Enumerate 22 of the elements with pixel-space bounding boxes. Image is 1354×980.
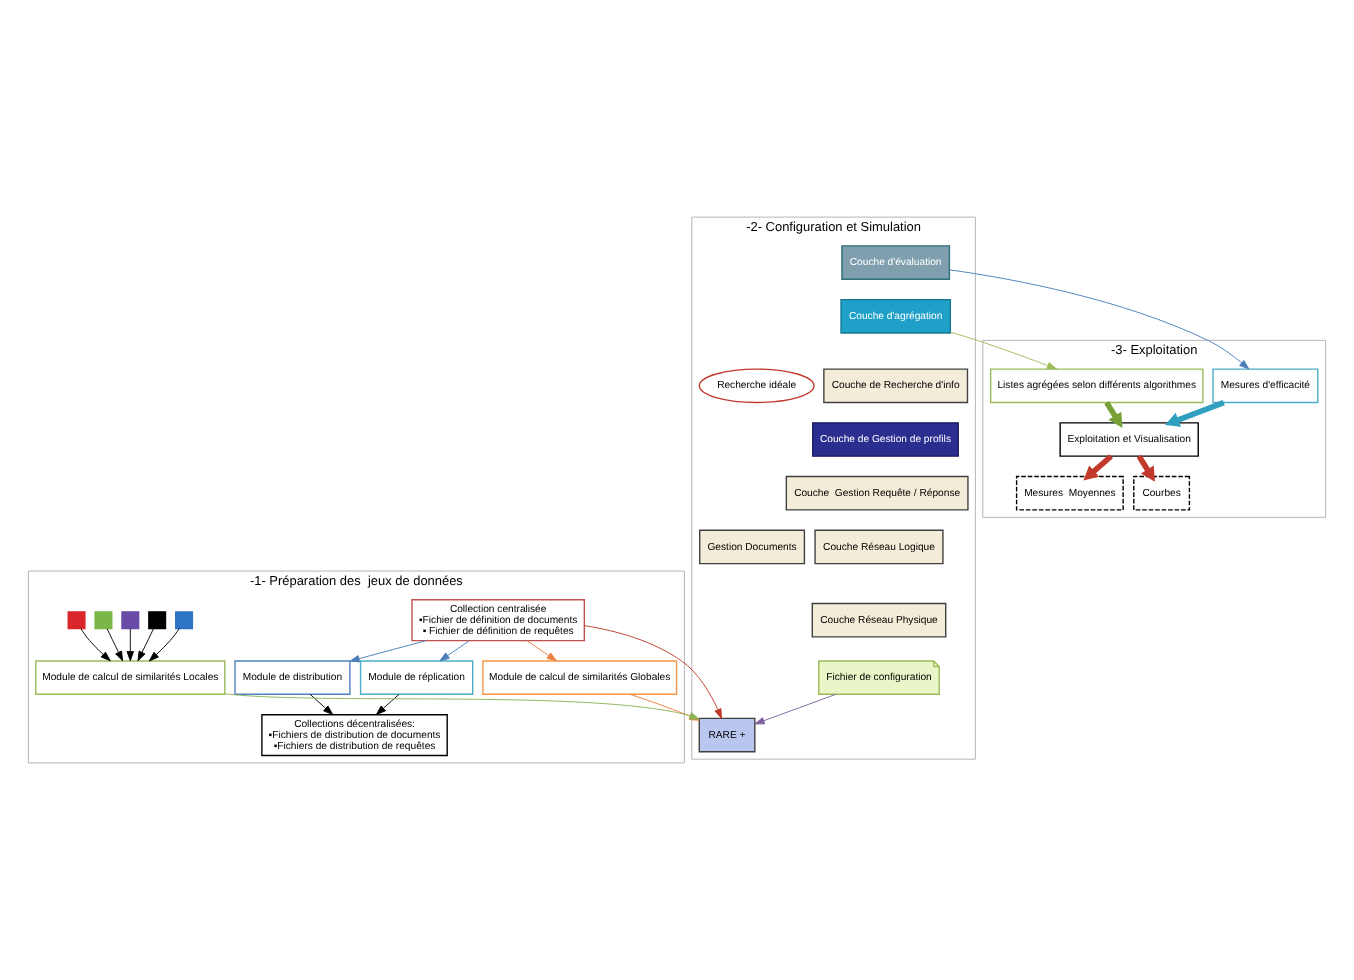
node-box — [148, 611, 167, 630]
arrow — [526, 640, 557, 662]
arrow — [754, 693, 837, 725]
arrow — [148, 628, 180, 662]
arrow — [106, 628, 124, 662]
node-box — [94, 611, 113, 630]
arrow — [949, 269, 1250, 370]
node-box — [67, 611, 86, 630]
arrow — [375, 693, 400, 716]
arrow — [439, 640, 470, 662]
arrow — [950, 331, 1058, 370]
arrow — [1104, 401, 1123, 428]
arrow — [1083, 454, 1113, 481]
arrow — [309, 693, 334, 716]
arrow — [1164, 399, 1225, 427]
arrow — [1136, 454, 1155, 482]
arrow — [126, 628, 134, 662]
node-box — [121, 611, 140, 630]
arrow — [349, 640, 427, 663]
arrow — [80, 628, 111, 662]
arrow — [137, 628, 154, 662]
node-box — [175, 611, 194, 630]
